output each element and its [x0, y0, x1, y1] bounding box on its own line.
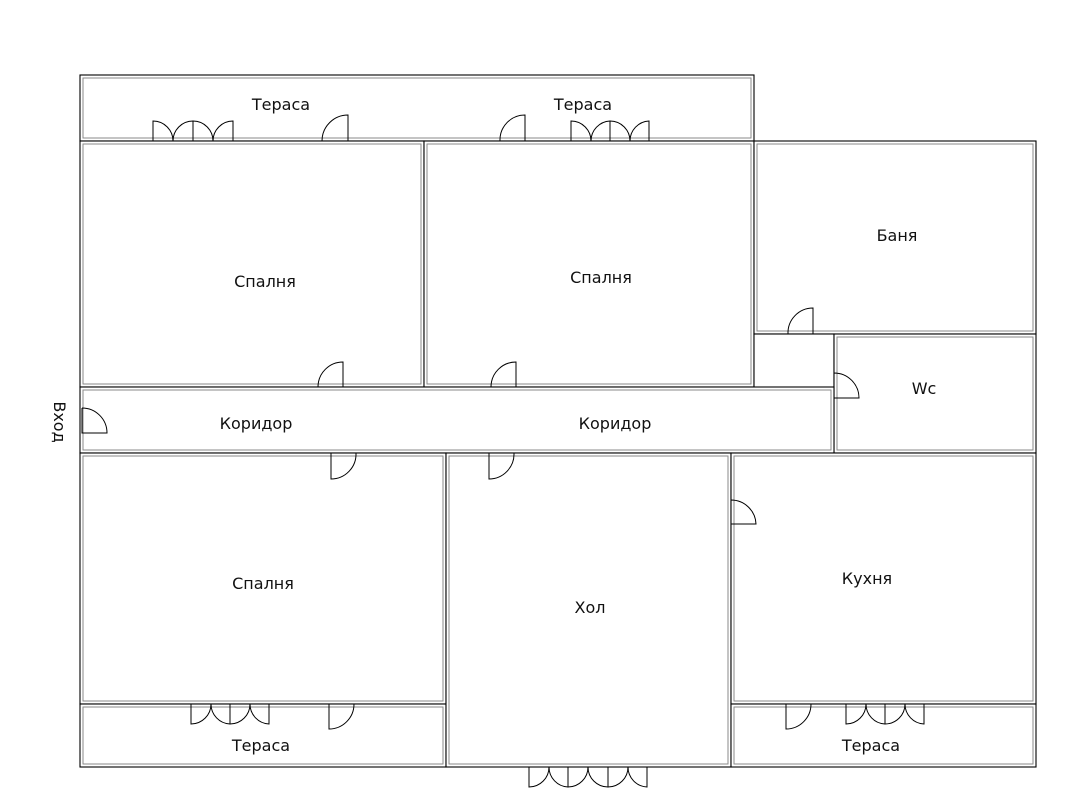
- label-bedroom-top-right: Спалня: [570, 268, 632, 287]
- door-terrace-top-2: [499, 114, 526, 142]
- label-hall: Хол: [575, 598, 606, 617]
- wall-terrace-bottom-right: [730, 703, 1037, 768]
- door-wc: [833, 372, 860, 399]
- room-labels: Тераса Тераса Спалня Спалня Баня Wc Кори…: [50, 95, 936, 755]
- door-double-terrace-bottom-left: [190, 703, 270, 725]
- door-double-terrace-top-left: [152, 120, 234, 142]
- label-bedroom-bottom: Спалня: [232, 574, 294, 593]
- wall-bedroom-bottom: [79, 452, 447, 705]
- wall-hall: [445, 452, 732, 768]
- label-corridor-right: Коридор: [579, 414, 652, 433]
- wall-wc: [833, 333, 1037, 454]
- walls: [79, 74, 1037, 768]
- door-hall: [488, 452, 515, 480]
- door-kitchen: [730, 499, 757, 525]
- label-kitchen: Кухня: [842, 569, 892, 588]
- label-bathroom: Баня: [877, 226, 918, 245]
- label-terrace-bottom-right: Тераса: [841, 736, 900, 755]
- wall-corridor: [79, 386, 835, 454]
- label-wc: Wc: [912, 379, 937, 398]
- door-bathroom: [787, 307, 814, 335]
- door-bedroom-top-right: [490, 361, 517, 388]
- door-terrace-bottom-left: [328, 703, 355, 730]
- door-double-terrace-top-right: [570, 120, 650, 142]
- door-entrance: [81, 407, 108, 434]
- doors: [81, 114, 925, 788]
- door-bedroom-top-left: [317, 361, 344, 388]
- label-terrace-top-right: Тераса: [553, 95, 612, 114]
- label-terrace-top-left: Тераса: [251, 95, 310, 114]
- wall-bathroom: [753, 140, 1037, 335]
- wall-terrace-bottom-left: [79, 703, 447, 768]
- label-terrace-bottom-left: Тераса: [231, 736, 290, 755]
- door-bedroom-bottom: [330, 452, 357, 480]
- wall-bedroom-top-right: [423, 140, 755, 388]
- label-bedroom-top-left: Спалня: [234, 272, 296, 291]
- door-double-hall-exterior: [528, 766, 648, 788]
- label-corridor-left: Коридор: [220, 414, 293, 433]
- door-terrace-bottom-right: [785, 703, 812, 730]
- wall-terrace-top: [79, 74, 755, 142]
- wall-bedroom-top-left: [79, 140, 425, 388]
- door-double-terrace-bottom-right: [845, 703, 925, 725]
- door-terrace-top-1: [321, 114, 349, 142]
- label-entrance: Вход: [50, 401, 69, 442]
- wall-kitchen: [730, 452, 1037, 705]
